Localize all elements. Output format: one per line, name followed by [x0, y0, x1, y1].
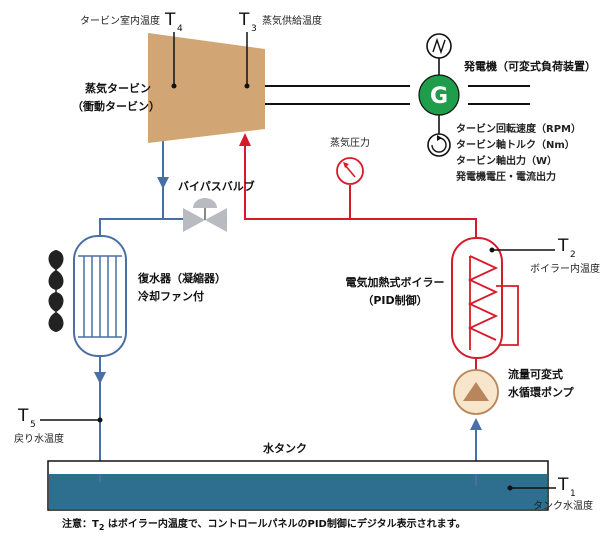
readout-power: タービン軸出力（W）: [456, 154, 557, 167]
t5-symbol: T: [17, 406, 29, 426]
heater-coil: [467, 255, 499, 341]
turbine-shaft: [265, 85, 530, 105]
turbine-exhaust-arrow: [157, 177, 169, 189]
readout-torque: タービン軸トルク（Nm）: [456, 138, 575, 151]
t4-probe-tip: [171, 83, 177, 89]
pump-line2: 水循環ポンプ: [508, 385, 575, 399]
generator-title: 発電機（可変式負荷装置）: [463, 59, 596, 73]
t2-caption: ボイラー内温度: [530, 262, 600, 275]
boiler-line2: （PID制御）: [362, 293, 427, 307]
generator-letter: G: [430, 84, 448, 109]
condenser-inlet-pipe: [99, 218, 163, 236]
footnote-prefix: 注意：T: [62, 517, 99, 530]
condenser-tubes: [83, 256, 117, 337]
turbine-name-line2: （衝動タービン）: [72, 99, 160, 113]
pump-inlet-arrow: [470, 418, 482, 430]
t5-caption: 戻り水温度: [14, 432, 64, 445]
footnote-text: はボイラー内温度で、コントロールパネルのPID制御にデジタル表示されます。: [104, 517, 465, 530]
pressure-caption: 蒸気圧力: [330, 136, 370, 149]
tank-water: [49, 474, 547, 509]
t5-subscript: 5: [30, 420, 36, 430]
turbine-body: [148, 33, 265, 143]
t2-subscript: 2: [570, 250, 576, 260]
t3-subscript: 3: [251, 24, 257, 34]
t1-symbol: T: [557, 475, 569, 495]
footnote: 注意：T2 はボイラー内温度で、コントロールパネルのPID制御にデジタル表示され…: [62, 517, 466, 532]
steam-supply-pipe: [244, 144, 477, 238]
pressure-gauge-needle: [344, 164, 356, 178]
t3-symbol: T: [238, 10, 250, 30]
t4-symbol: T: [164, 10, 176, 30]
t4-caption: タービン室内温度: [80, 14, 160, 27]
cooling-fan-icon: [48, 250, 64, 332]
condenser-line1: 復水器（凝縮器）: [137, 271, 226, 285]
pump-direction-triangle: [463, 382, 489, 401]
steam-pipes: [244, 144, 477, 238]
t3-probe-tip: [244, 83, 250, 89]
turbine-name-line1: 蒸気タービン: [85, 81, 151, 95]
t1-caption: タンク水温度: [533, 499, 593, 512]
bypass-valve-label: バイパスバルブ: [178, 179, 255, 193]
condenser-line2: 冷却ファン付: [138, 289, 204, 303]
bypass-valve[interactable]: [183, 198, 227, 232]
pump-line1: 流量可変式: [508, 367, 563, 381]
t4-subscript: 4: [177, 24, 183, 34]
footnote-subscript: 2: [99, 523, 105, 532]
t3-caption: 蒸気供給温度: [262, 14, 322, 27]
rotation-sensor-icon: [427, 133, 451, 157]
condenser-outlet-arrow: [94, 372, 106, 384]
water-pipes: [99, 140, 477, 485]
t2-symbol: T: [557, 236, 569, 256]
t5-junction-dot: [97, 417, 103, 423]
boiler-heater-leads: [469, 256, 519, 350]
readout-rpm: タービン回転速度（RPM）: [456, 122, 581, 135]
steam-flow-arrow: [239, 133, 251, 146]
boiler-line1: 電気加熱式ボイラー: [346, 275, 445, 289]
ac-wave-icon: [432, 37, 446, 55]
t1-subscript: 1: [570, 489, 576, 499]
readout-voltage-current: 発電機電圧・電流出力: [455, 170, 556, 183]
tank-label: 水タンク: [263, 441, 307, 455]
